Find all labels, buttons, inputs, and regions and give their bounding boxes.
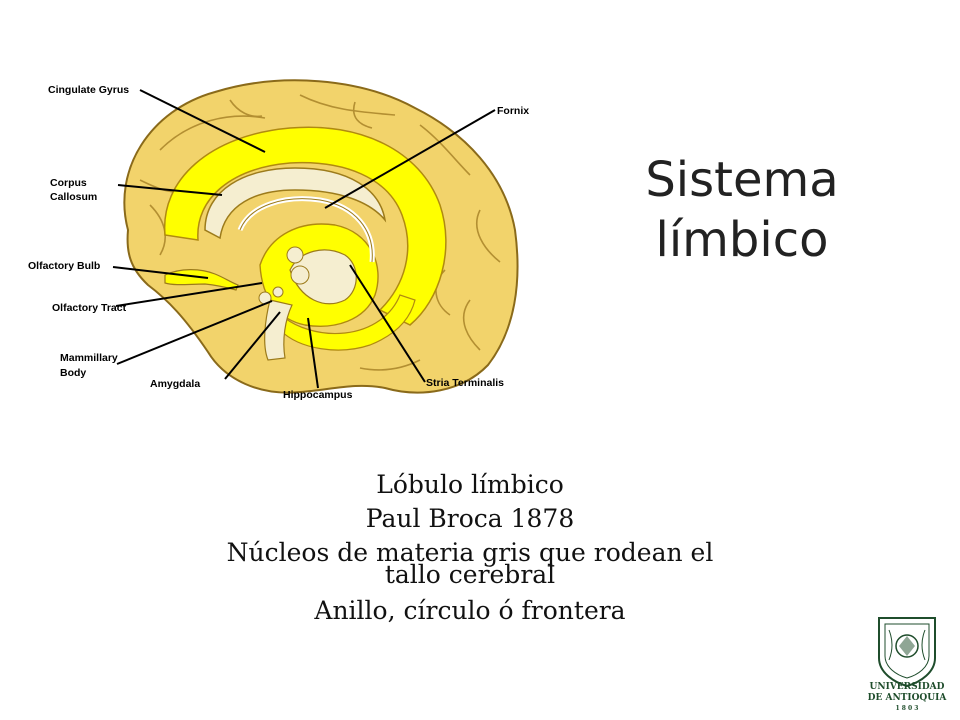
text-line-2: Paul Broca 1878 bbox=[365, 504, 575, 533]
logo-line1: UNIVERSIDAD bbox=[870, 682, 945, 692]
label-callosum: Callosum bbox=[50, 191, 97, 203]
text-line-3a: Núcleos de materia gris que rodean el bbox=[226, 538, 714, 567]
label-olfactory-tract: Olfactory Tract bbox=[52, 302, 127, 314]
title-line-1: Sistema bbox=[645, 152, 839, 208]
text-line-1: Lóbulo límbico bbox=[376, 470, 564, 499]
text-line-3: Núcleos de materia gris que rodean el ta… bbox=[150, 540, 790, 589]
university-seal-icon bbox=[878, 617, 936, 688]
text-line-3b: tallo cerebral bbox=[384, 560, 556, 589]
label-body: Body bbox=[60, 367, 86, 379]
label-corpus: Corpus bbox=[50, 177, 87, 189]
logo-line2: DE ANTIOQUIA bbox=[868, 693, 948, 703]
label-mammillary: Mammillary bbox=[60, 352, 118, 364]
label-olfactory-bulb: Olfactory Bulb bbox=[28, 260, 100, 272]
label-stria-terminalis: Stria Terminalis bbox=[426, 377, 504, 389]
logo-year: 1 8 0 3 bbox=[896, 705, 919, 712]
brain-illustration-icon: Cingulate Gyrus Fornix Corpus Callosum O… bbox=[28, 79, 529, 401]
body-text: Lóbulo límbico Paul Broca 1878 Núcleos d… bbox=[150, 468, 790, 628]
label-cingulate-gyrus: Cingulate Gyrus bbox=[48, 84, 129, 96]
label-amygdala: Amygdala bbox=[150, 378, 200, 390]
title-line-2: límbico bbox=[655, 212, 829, 268]
text-line-4: Anillo, círculo ó frontera bbox=[314, 596, 626, 625]
label-fornix: Fornix bbox=[497, 105, 529, 117]
label-hippocampus: Hippocampus bbox=[283, 389, 353, 401]
page-title: Sistema límbico bbox=[612, 150, 872, 270]
